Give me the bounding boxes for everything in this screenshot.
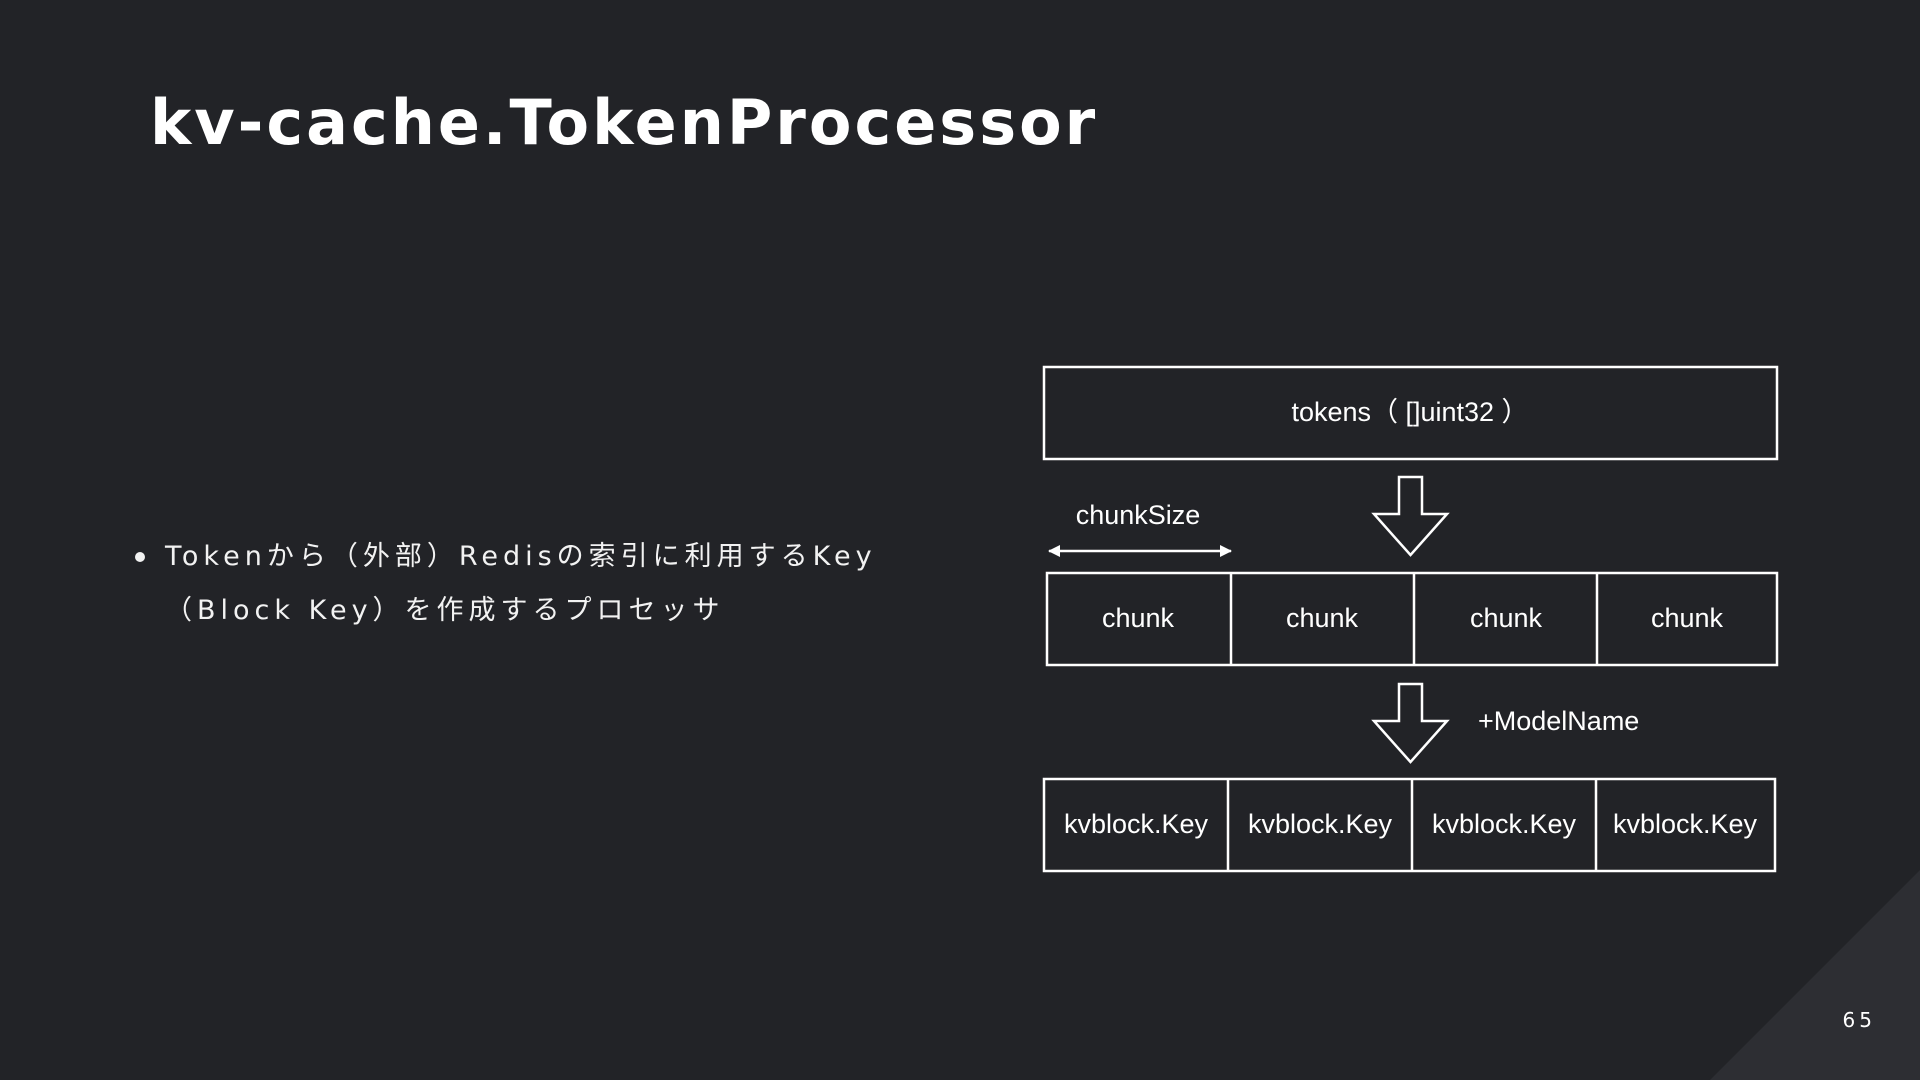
bullet-text: Tokenから（外部）Redisの索引に利用するKey（Block Key）を作… (165, 541, 877, 626)
chunk-cell-label: chunk (1102, 603, 1175, 633)
bullet-dot-icon (135, 552, 145, 562)
bullet-item: Tokenから（外部）Redisの索引に利用するKey（Block Key）を作… (135, 530, 925, 638)
chunk-row: chunk chunk chunk chunk (1045, 571, 1779, 667)
kvblock-key-cell-label: kvblock.Key (1432, 809, 1577, 839)
slide-title: kv-cache.TokenProcessor (150, 86, 1099, 159)
chunk-size-label: chunkSize (1076, 500, 1201, 530)
chunk-cell-label: chunk (1286, 603, 1359, 633)
tokens-label: tokens（ []uint32 ） (1291, 397, 1528, 427)
chunk-cell-label: chunk (1651, 603, 1724, 633)
kvblock-key-cell-label: kvblock.Key (1248, 809, 1393, 839)
tokens-box: tokens（ []uint32 ） (1042, 365, 1779, 461)
chunk-cell-label: chunk (1470, 603, 1543, 633)
page-number: 65 (1842, 1008, 1876, 1032)
kvblock-key-cell-label: kvblock.Key (1613, 809, 1758, 839)
model-name-label: +ModelName (1478, 706, 1639, 736)
bullet-list: Tokenから（外部）Redisの索引に利用するKey（Block Key）を作… (135, 530, 925, 638)
kvblock-key-cell-label: kvblock.Key (1064, 809, 1209, 839)
down-arrow-icon (1371, 682, 1450, 764)
down-arrow-icon (1371, 475, 1450, 557)
kvblock-key-row: kvblock.Key kvblock.Key kvblock.Key kvbl… (1042, 777, 1777, 873)
